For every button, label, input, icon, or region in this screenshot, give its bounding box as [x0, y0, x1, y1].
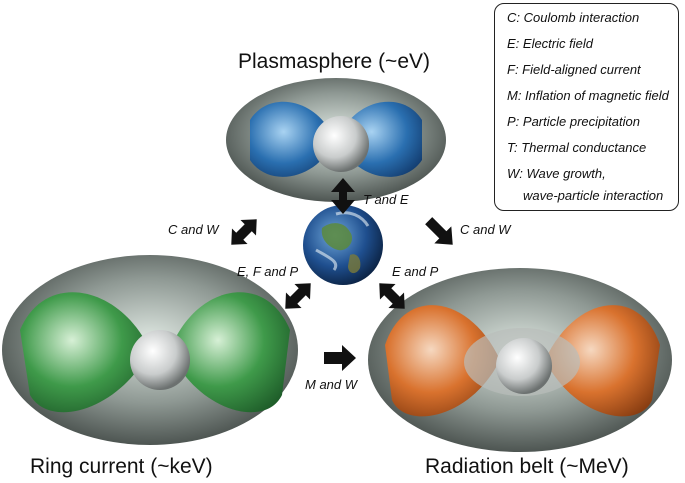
- legend-box: C: Coulomb interaction E: Electric field…: [494, 3, 679, 211]
- arrow-earth-ring-current: [285, 283, 311, 309]
- arrow-plasmasphere-radiation-belt: [425, 217, 453, 245]
- label-plasmasphere-radiation-belt: C and W: [460, 222, 511, 237]
- arrow-plasmasphere-ring-current: [231, 219, 257, 245]
- ring-current-torus: [2, 255, 298, 445]
- legend-item-t: T: Thermal conductance: [507, 140, 647, 155]
- plasmasphere-core-sphere: [313, 116, 369, 172]
- label-earth-radiation-belt: E and P: [392, 264, 439, 279]
- legend-item-p: P: Particle precipitation: [507, 114, 640, 129]
- label-earth-plasmasphere: T and E: [363, 192, 409, 207]
- legend-item-w-continued: wave-particle interaction: [523, 188, 664, 203]
- earth-globe: [303, 205, 383, 285]
- plasmasphere-title: Plasmasphere (~eV): [238, 50, 431, 73]
- arrow-earth-plasmasphere: [331, 178, 355, 214]
- arrow-earth-radiation-belt: [379, 283, 405, 309]
- legend-item-f: F: Field-aligned current: [507, 62, 641, 77]
- label-earth-ring-current: E, F and P: [237, 264, 299, 279]
- legend-item-e: E: Electric field: [507, 36, 593, 51]
- radiation-belt-torus: [368, 268, 672, 452]
- radiation-belt-core-sphere: [496, 338, 552, 394]
- ring-current-core-sphere: [130, 330, 190, 390]
- arrow-ring-current-radiation-belt: [324, 345, 356, 371]
- legend-item-c: C: Coulomb interaction: [507, 10, 640, 25]
- radiation-belt-title: Radiation belt (~MeV): [425, 455, 629, 478]
- label-plasmasphere-ring-current: C and W: [168, 222, 219, 237]
- label-ring-current-radiation-belt: M and W: [305, 377, 358, 392]
- plasmasphere-torus: [226, 78, 446, 202]
- legend-item-m: M: Inflation of magnetic field: [507, 88, 669, 103]
- ring-current-title: Ring current (~keV): [30, 455, 213, 478]
- legend-item-w: W: Wave growth,: [507, 166, 606, 181]
